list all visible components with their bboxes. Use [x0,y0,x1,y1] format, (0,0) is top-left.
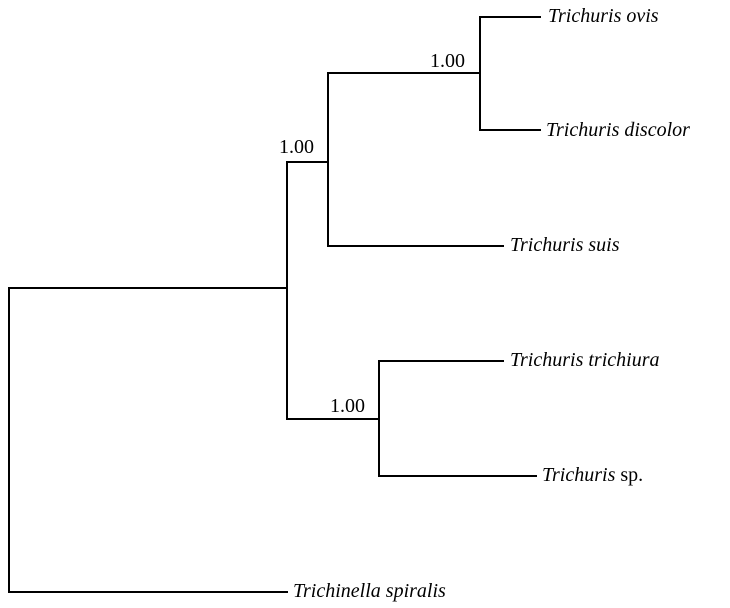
support-value-suis-clade: 1.00 [279,136,314,158]
taxon-label-trichuris-trichiura: Trichuris trichiura [510,349,659,371]
support-value-trichiura-sp: 1.00 [330,395,365,417]
taxon-label-trichinella-spiralis: Trichinella spiralis [293,580,446,602]
taxon-label-trichuris-ovis: Trichuris ovis [548,5,659,27]
taxon-label-trichuris-sp: Trichuris sp. [542,464,643,486]
support-value-ovis-discolor: 1.00 [430,50,465,72]
taxon-label-trichuris-suis: Trichuris suis [510,234,620,256]
taxon-label-trichuris-discolor: Trichuris discolor [546,119,690,141]
